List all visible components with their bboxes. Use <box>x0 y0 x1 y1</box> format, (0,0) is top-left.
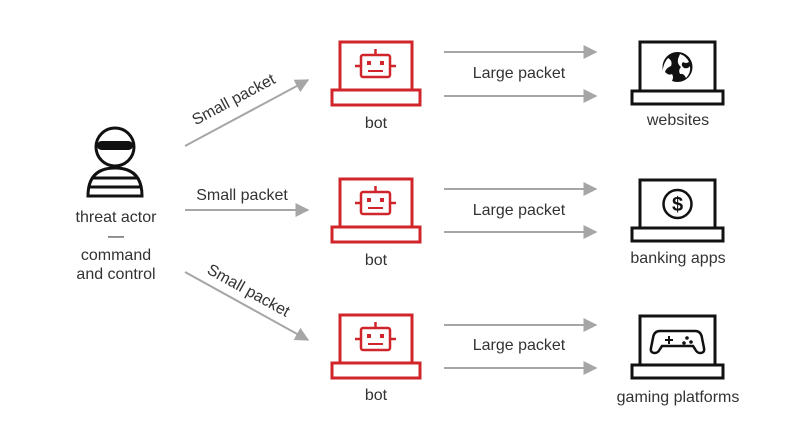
svg-text:$: $ <box>672 194 683 216</box>
inbound-label-2: Small packet <box>196 187 288 204</box>
target-laptop-banking: $ <box>630 178 725 243</box>
target-laptop-websites <box>630 40 725 106</box>
masked-person-icon <box>86 126 144 198</box>
target-laptop-gaming <box>630 314 725 380</box>
target-label-banking: banking apps <box>630 250 726 267</box>
inbound-arrows <box>184 79 310 341</box>
bot-label-1: bot <box>364 115 388 132</box>
outbound-label-2: Large packet <box>472 202 566 219</box>
arrow-actor-to-bot-3 <box>184 271 310 341</box>
actor-subtitle-line2: and control <box>76 266 156 283</box>
globe-icon <box>662 52 693 82</box>
target-label-gaming: gaming platforms <box>616 389 740 406</box>
dollar-coin-icon: $ <box>662 188 693 220</box>
bot-label-2: bot <box>364 252 388 269</box>
outbound-arrows <box>444 45 598 375</box>
bot-laptop-1 <box>330 40 422 107</box>
actor-label: threat actor <box>75 209 157 226</box>
robot-face-icon <box>355 49 396 79</box>
actor-subtitle-line1: command <box>80 247 152 264</box>
bot-label-3: bot <box>364 387 388 404</box>
inbound-label-3: Small packet <box>204 261 293 321</box>
robot-face-icon <box>355 186 396 216</box>
outbound-label-1: Large packet <box>472 65 566 82</box>
robot-face-icon <box>355 322 396 352</box>
gamepad-icon <box>649 329 706 355</box>
actor-separator: — <box>108 228 124 245</box>
arrow-actor-to-bot-1 <box>184 79 310 147</box>
bot-laptop-2 <box>330 177 422 244</box>
outbound-label-3: Large packet <box>472 337 566 354</box>
target-label-websites: websites <box>646 112 710 129</box>
bot-laptop-3 <box>330 313 422 380</box>
